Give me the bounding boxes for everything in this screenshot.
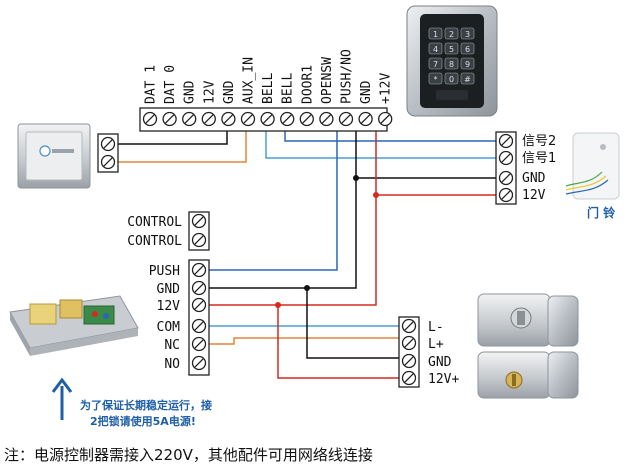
hint-text: 为了保证长期稳定运行，接 — [80, 398, 212, 412]
wires — [116, 119, 500, 379]
controller-terminal-label: AUX_IN — [242, 57, 257, 104]
wire-bell-light-blue — [265, 119, 500, 159]
controller-screw — [319, 111, 334, 127]
wire-exit-orange — [116, 119, 247, 163]
controller-screw — [201, 111, 216, 127]
svg-text:5: 5 — [449, 45, 454, 54]
wire-gnd — [207, 178, 357, 289]
svg-text:0: 0 — [449, 75, 454, 84]
controller-terminal-label: BELL — [281, 73, 296, 104]
power-terminal-label: GND — [157, 282, 181, 297]
controller-screw — [182, 111, 197, 127]
control-terminal-label: CONTROL — [127, 234, 182, 249]
controller-terminal-label: OPENSW — [320, 57, 335, 104]
controller-terminal-label: PUSH/NO — [340, 49, 355, 104]
doorbell-device — [565, 132, 620, 200]
controller-terminal-label: GND — [359, 80, 374, 104]
controller-screw — [162, 111, 177, 127]
lock-terminal-label: 12V+ — [428, 372, 459, 387]
keypad-device: 1 2 3 4 5 6 7 8 9 * 0 # — [406, 5, 498, 117]
controller-screw — [280, 111, 295, 127]
lock-terminal-label: L+ — [428, 337, 444, 352]
doorbell-terminal-block — [495, 131, 517, 205]
svg-text:6: 6 — [465, 45, 470, 54]
wire-push — [207, 119, 338, 271]
svg-text:2: 2 — [449, 30, 454, 39]
svg-text:#: # — [464, 75, 471, 84]
controller-terminal-label: DAT 0 — [163, 65, 178, 104]
wire-nc — [207, 337, 406, 345]
lock-terminal-label: L- — [428, 320, 444, 335]
svg-text:*: * — [434, 75, 438, 84]
power-terminal-block — [188, 259, 210, 376]
controller-terminal-label: +12V — [379, 73, 394, 104]
lock-terminal-block — [398, 316, 420, 388]
wire-lock-gnd — [306, 288, 406, 359]
svg-text:3: 3 — [465, 30, 470, 39]
hint-text: 2把锁请使用5A电源! — [90, 414, 196, 428]
controller-screw — [358, 111, 373, 127]
control-terminal-label: CONTROL — [127, 215, 182, 230]
doorbell-terminal-label: GND — [522, 171, 546, 186]
controller-terminal-label: BELL — [261, 73, 276, 104]
power-terminal-label: PUSH — [149, 264, 180, 279]
wire-12v — [207, 195, 377, 306]
svg-text:4: 4 — [433, 45, 438, 54]
doorbell-label: 门 铃 — [587, 205, 616, 220]
svg-text:7: 7 — [433, 60, 438, 69]
controller-screw — [338, 111, 354, 127]
control-terminal-block — [188, 211, 210, 251]
controller-screw — [299, 111, 314, 127]
hint-arrow-icon — [51, 377, 73, 420]
power-supply-device — [9, 295, 139, 356]
controller-terminal-label: GND — [183, 80, 198, 104]
controller-terminal-label: 12V — [202, 80, 217, 104]
controller-screw — [221, 111, 236, 127]
power-terminal-label: COM — [157, 320, 181, 335]
svg-text:1: 1 — [433, 30, 438, 39]
bottom-note: 注：电源控制器需接入220V，其他配件可用网络线连接 — [4, 446, 373, 464]
svg-text:8: 8 — [449, 60, 454, 69]
controller-terminal-label: DAT 1 — [144, 65, 159, 104]
power-terminal-label: NO — [164, 357, 180, 372]
exit-button-device — [17, 123, 91, 189]
wire-lock-12v — [277, 305, 406, 379]
exit-button-terminal-block — [97, 133, 119, 173]
controller-screw — [260, 111, 275, 127]
lock-terminal-label: GND — [428, 355, 452, 370]
controller-terminal-label: GND — [222, 80, 237, 104]
power-terminal-label: 12V — [157, 299, 181, 314]
controller-screw — [240, 111, 256, 127]
wire-doorbell-12v — [375, 119, 500, 196]
electric-lock-device — [477, 293, 579, 399]
doorbell-terminal-label: 信号1 — [522, 151, 556, 166]
power-terminal-label: NC — [164, 338, 180, 353]
doorbell-terminal-label: 信号2 — [522, 134, 556, 149]
svg-text:9: 9 — [465, 60, 470, 69]
controller-terminal-block: DAT 1 DAT 0 GND 12V GND AUX_IN BELL BELL DOOR1 OP… — [139, 49, 394, 132]
controller-terminal-label: DOOR1 — [300, 65, 315, 104]
controller-screw — [378, 111, 393, 127]
doorbell-terminal-label: 12V — [522, 188, 546, 203]
controller-screw — [142, 111, 158, 127]
